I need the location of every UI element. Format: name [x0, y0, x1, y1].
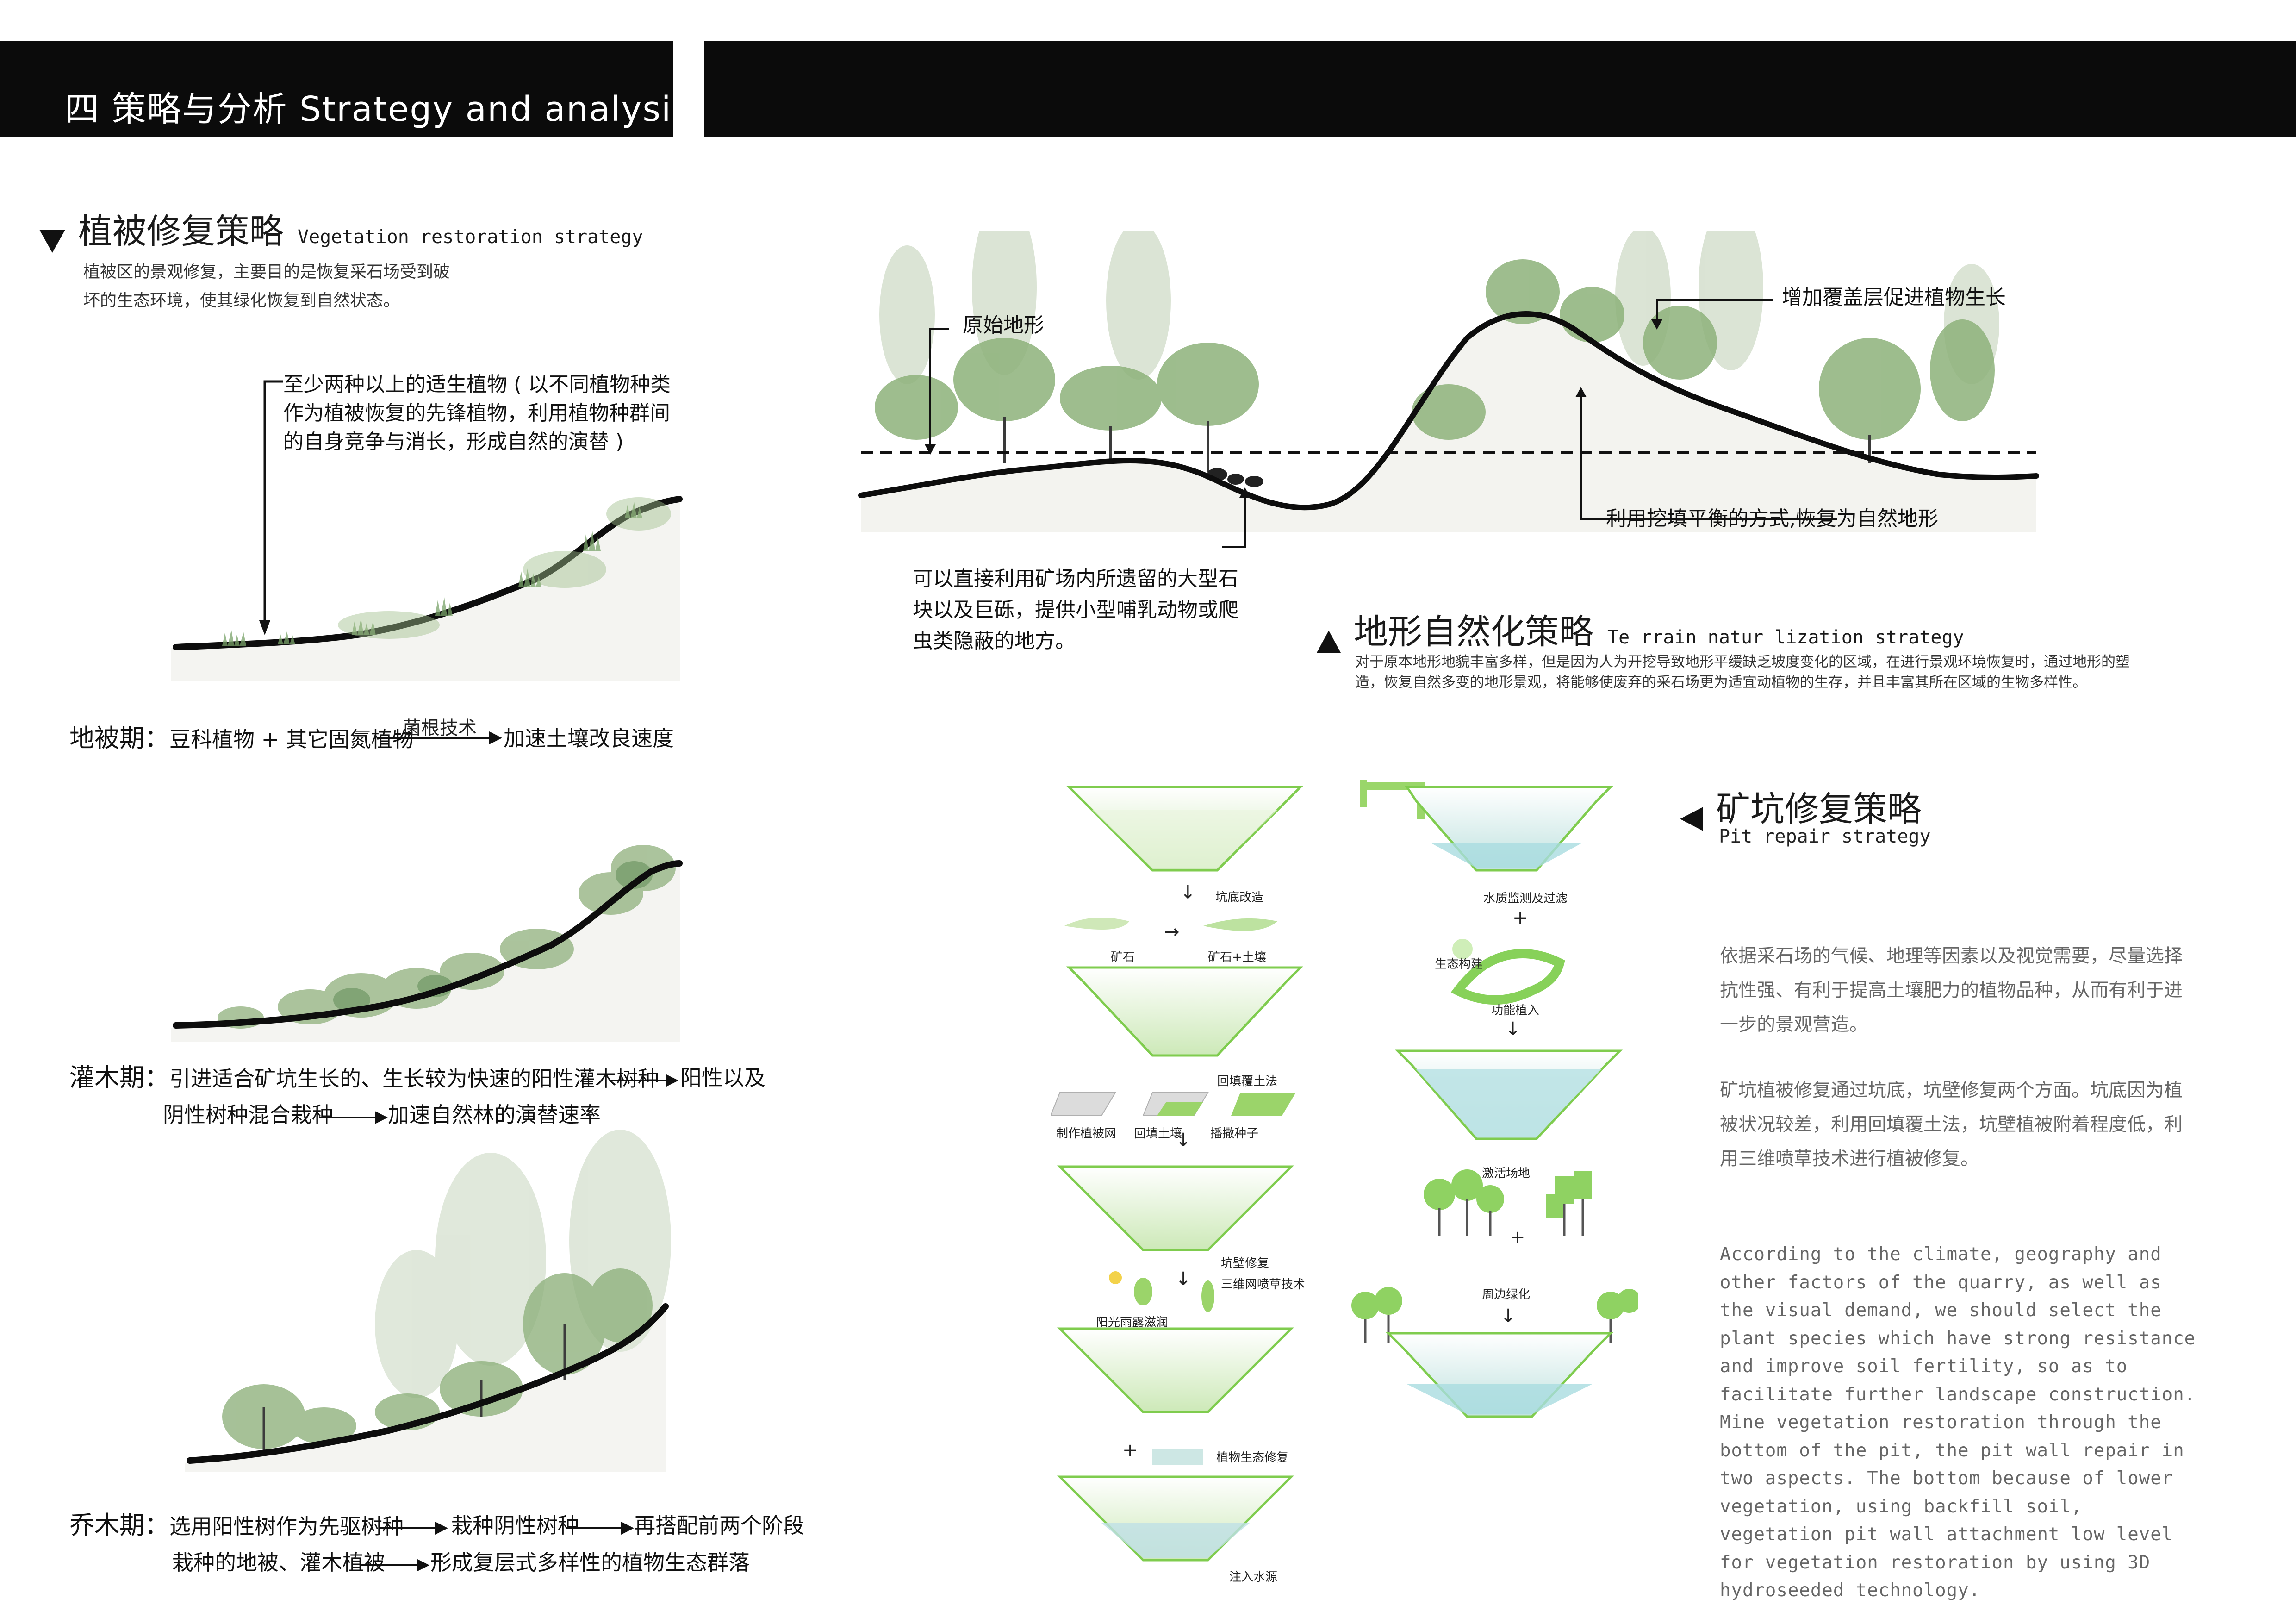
pit-edge-green: 周边绿化 [1482, 1288, 1531, 1302]
vegetation-intro-1: 植被区的景观修复，主要目的是恢复采石场受到破 [83, 262, 450, 281]
pit-diagram-column-a [1051, 786, 1304, 1562]
pit-sun-rain: 阳光雨露滋润 [1096, 1316, 1169, 1330]
pit-section-title: 矿坑修复策略 [1680, 781, 1922, 831]
stage1-arrow-label: 菌根技术 [403, 718, 477, 739]
stage3-arrow-3 [361, 1559, 429, 1572]
stage1-label: 地被期： [69, 724, 169, 753]
pit-water-monitor: 水质监测及过滤 [1483, 892, 1568, 906]
pit-plus-3: + [1510, 1227, 1525, 1248]
pit-wall-repair: 坑壁修复 [1221, 1256, 1269, 1270]
terrain-title-cn: 地形自然化策略 [1354, 612, 1593, 652]
pit-paragraph-cn-1: 依据采石场的气候、地理等因素以及视觉需要，尽量选择抗性强、有利于提高土壤肥力的植… [1720, 945, 2183, 1035]
pit-plant-eco: 植物生态修复 [1216, 1451, 1289, 1465]
stage3-text-e: 形成复层式多样性的植物生态群落 [430, 1550, 750, 1575]
stage2-arrow-2 [319, 1111, 388, 1124]
triangle-down-icon [39, 229, 65, 253]
pit-title-cn: 矿坑修复策略 [1716, 789, 1922, 829]
vegetation-title-en: Vegetation restoration strategy [298, 226, 643, 248]
stage3-text-a: 选用阳性树作为先驱树种 [169, 1514, 404, 1539]
stage2-label: 灌木期： [69, 1063, 169, 1092]
pit-paragraph-en: According to the climate, geography and … [1720, 1244, 2196, 1601]
pit-sow: 播撒种子 [1210, 1127, 1259, 1141]
pit-activate: 激活场地 [1482, 1167, 1531, 1181]
pit-make-net: 制作植被网 [1056, 1127, 1117, 1141]
stage1-arrow [377, 731, 502, 744]
vegetation-title-cn: 植被修复策略 [78, 212, 284, 251]
stage2-text-c: 阴性树种混合栽种 [163, 1102, 333, 1127]
stage3-arrow-2 [566, 1522, 634, 1535]
stage1-text-a: 豆科植物 + 其它固氮植物 [169, 727, 414, 752]
terrain-label-original: 原始地形 [963, 313, 1044, 337]
vegetation-note-3: 的自身竞争与消长，形成自然的演替 ) [283, 430, 624, 454]
stage2-text-b: 阳性以及 [680, 1065, 765, 1090]
pit-down-arrow-1: ↓ [1180, 882, 1196, 903]
terrain-section-title: 地形自然化策略 Te rrain natur lization strategy [1317, 604, 1964, 654]
stage3-row: 乔木期：选用阳性树作为先驱树种 [69, 1507, 404, 1545]
terrain-label-cutfill: 利用挖填平衡的方式,恢复为自然地形 [1606, 507, 1938, 531]
pit-down-arrow-5: ↓ [1500, 1305, 1516, 1327]
slope-diagram-shrub [171, 845, 683, 1042]
terrain-title-en: Te rrain natur lization strategy [1607, 627, 1964, 648]
stage3-arrow-1 [380, 1522, 448, 1535]
terrain-label-rocks-3: 虫类隐蔽的地方。 [913, 629, 1076, 653]
pit-diagram-column-b [1351, 780, 1638, 1418]
pit-down-arrow-2: ↓ [1176, 1130, 1191, 1151]
pit-hydroseed: 三维网喷草技术 [1221, 1278, 1306, 1292]
pit-backfill-soil: 回填土壤 [1134, 1127, 1182, 1141]
stage2-text-d: 加速自然林的演替速率 [388, 1102, 601, 1127]
pit-title-en: Pit repair strategy [1719, 826, 1931, 847]
pit-eco-build: 生态构建 [1435, 957, 1483, 971]
vegetation-intro-2: 坏的生态环境，使其绿化恢复到自然状态。 [83, 291, 400, 310]
terrain-label-cover: 增加覆盖层促进植物生长 [1782, 286, 2006, 309]
vegetation-note-1: 至少两种以上的适生植物 ( 以不同植物种类 [283, 373, 671, 396]
pit-ore-soil: 矿石+土壤 [1208, 950, 1266, 964]
pit-down-arrow-3: ↓ [1176, 1268, 1191, 1290]
triangle-left-icon [1680, 806, 1703, 831]
slope-diagram-groundcover [171, 496, 683, 681]
pit-paragraph-cn-2: 矿坑植被修复通过坑底，坑壁修复两个方面。坑底因为植被状况较差，利用回填覆土法，坑… [1720, 1080, 2183, 1169]
stage2-text-a: 引进适合矿坑生长的、生长较为快速的阳性灌木树种 [169, 1066, 659, 1091]
pit-plus-1: + [1122, 1440, 1138, 1461]
pit-plus-2: + [1512, 907, 1528, 929]
pit-function-implant: 功能植入 [1491, 1004, 1540, 1018]
terrain-label-rocks-1: 可以直接利用矿场内所遗留的大型石 [913, 567, 1238, 591]
terrain-section-diagram [858, 231, 2039, 548]
stage2-row: 灌木期：引进适合矿坑生长的、生长较为快速的阳性灌木树种 [69, 1059, 659, 1097]
header-bar-right [704, 41, 2296, 137]
stage1-row: 地被期：豆科植物 + 其它固氮植物 [69, 720, 414, 758]
note-pointer-line [259, 380, 283, 635]
pit-backfill: 回填覆土法 [1217, 1074, 1278, 1088]
pit-right-arrow: → [1164, 921, 1180, 943]
terrain-label-rocks-2: 块以及巨砾，提供小型哺乳动物或爬 [913, 598, 1238, 622]
stage3-text-b: 栽种阴性树种 [451, 1513, 579, 1538]
pit-down-arrow-4: ↓ [1505, 1018, 1521, 1040]
vegetation-section-title: 植被修复策略 Vegetation restoration strategy [39, 204, 643, 253]
stage3-text-c: 再搭配前两个阶段 [634, 1513, 804, 1538]
pit-step-bottom: 坑底改造 [1215, 891, 1264, 905]
header-title: 四 策略与分析 Strategy and analysis [65, 89, 691, 129]
terrain-desc-2: 造，恢复自然多变的地形景观，将能够使废弃的采石场更为适宜动植物的生存，并且丰富其… [1355, 674, 2087, 691]
header-bar-left [0, 41, 673, 137]
slope-diagram-trees [185, 1130, 671, 1472]
pit-water-inject: 注入水源 [1229, 1570, 1278, 1584]
stage3-text-d: 栽种的地被、灌木植被 [172, 1550, 385, 1575]
stage1-text-b: 加速土壤改良速度 [504, 726, 674, 751]
stage3-label: 乔木期： [69, 1511, 169, 1540]
triangle-up-icon [1317, 630, 1341, 653]
pit-ore: 矿石 [1111, 950, 1135, 964]
stage2-arrow-1 [610, 1074, 678, 1087]
terrain-desc-1: 对于原本地形地貌丰富多样，但是因为人为开挖导致地形平缓缺乏坡度变化的区域，在进行… [1355, 654, 2130, 670]
vegetation-note-2: 作为植被恢复的先锋植物，利用植物种群间 [283, 401, 670, 425]
